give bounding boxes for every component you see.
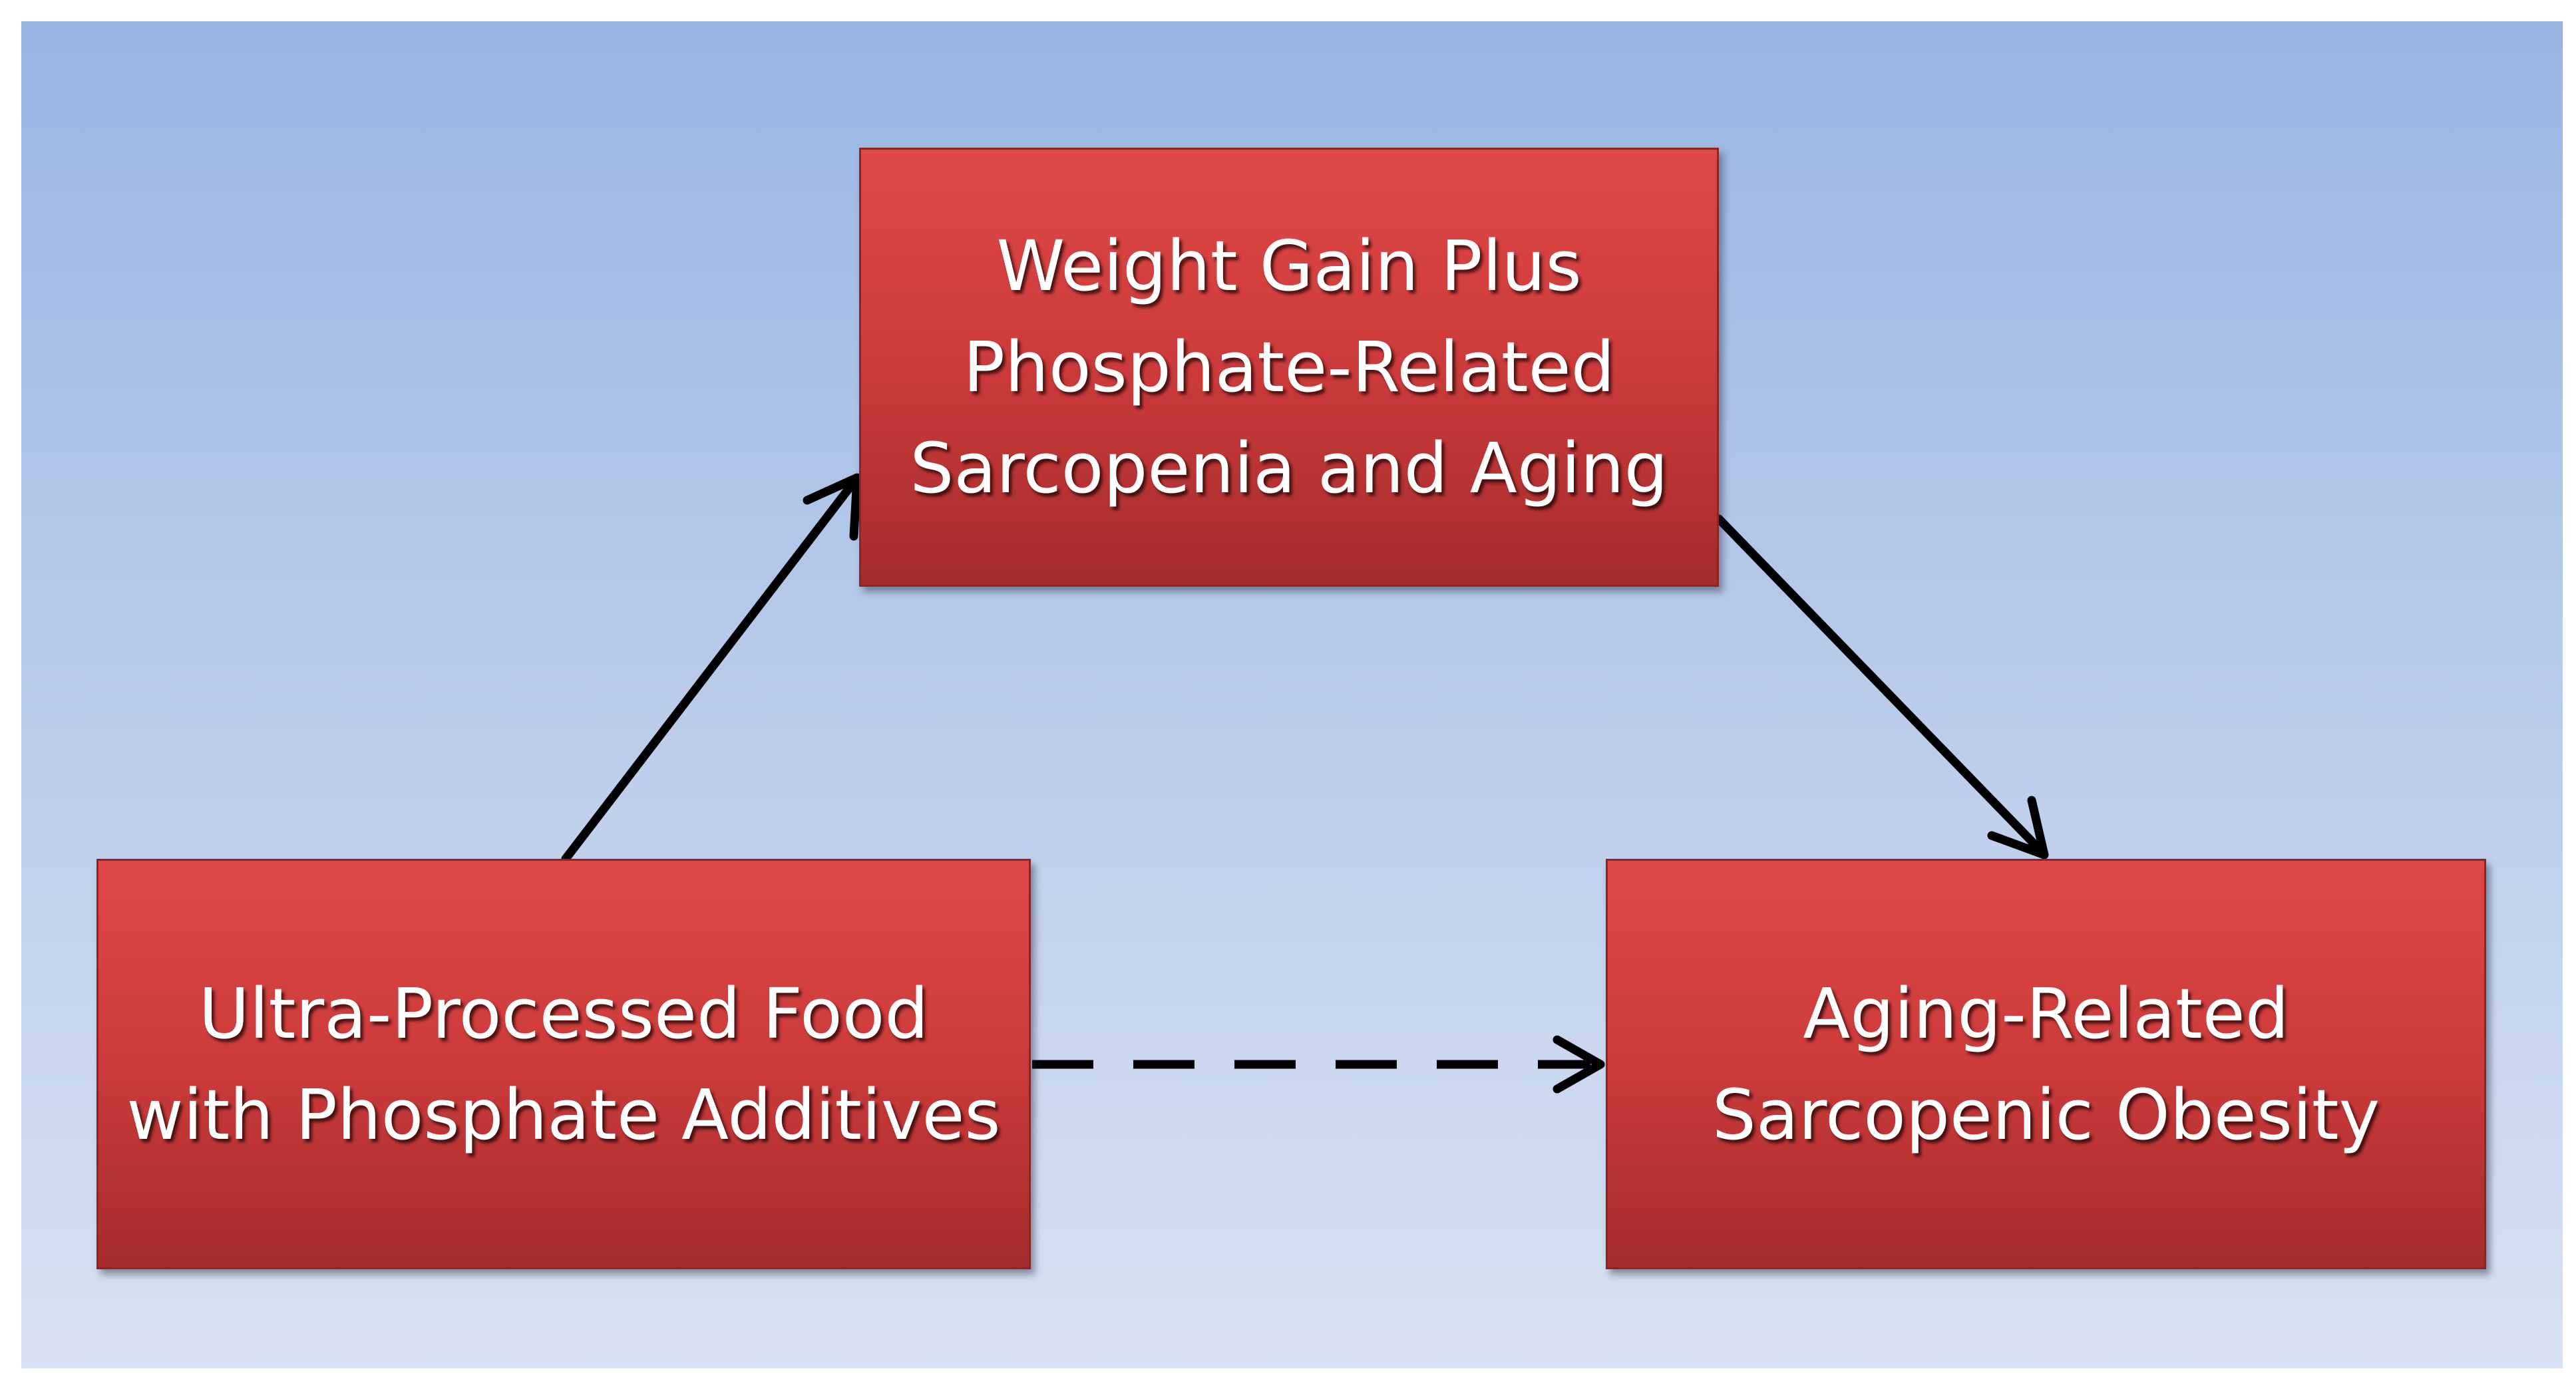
node-label-line: Weight Gain Plus [996,226,1582,307]
node-label-line: with Phosphate Additives [126,1074,1001,1156]
node-weight-gain-sarcopenia: Weight Gain Plus Phosphate-Related Sarco… [859,148,1719,587]
node-sarcopenic-obesity: Aging-Related Sarcopenic Obesity [1606,859,2486,1269]
node-ultra-processed-food: Ultra-Processed Food with Phosphate Addi… [96,859,1031,1269]
node-label-line: Sarcopenic Obesity [1712,1074,2380,1156]
node-label-line: Ultra-Processed Food [198,973,929,1054]
node-label-line: Aging-Related [1803,973,2289,1054]
node-label-line: Phosphate-Related [963,327,1615,408]
node-label-line: Sarcopenia and Aging [910,428,1668,509]
